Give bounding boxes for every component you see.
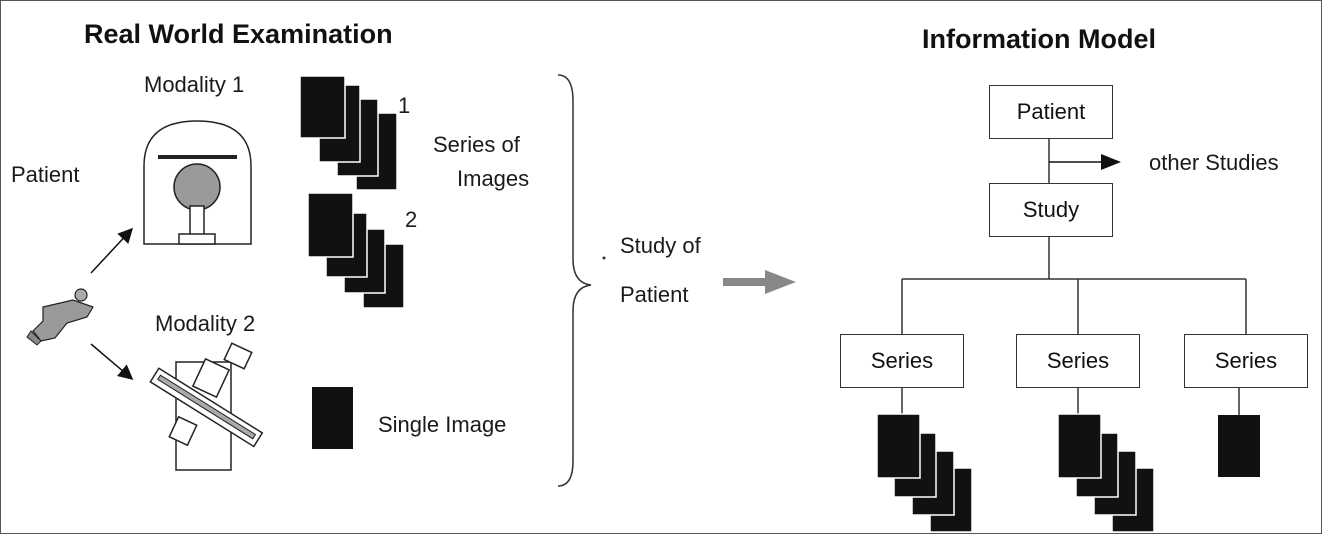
single-image-block — [312, 387, 353, 449]
modality-1-scanner-icon — [143, 120, 252, 245]
stray-dot — [602, 256, 606, 260]
single-image-label: Single Image — [378, 412, 507, 437]
series-c-single-image — [1218, 415, 1260, 477]
series-box-2: Series — [1016, 334, 1140, 388]
series-of-images-line2: Images — [457, 166, 530, 191]
study-patient-label: Patient — [620, 282, 689, 307]
series-box-3: Series — [1184, 334, 1308, 388]
series-box-1-label: Series — [870, 348, 934, 373]
information-model-heading: Information Model — [922, 24, 1156, 54]
series-1-image-stack — [299, 75, 398, 191]
series-2-image-stack — [307, 192, 405, 309]
other-studies-label: other Studies — [1149, 150, 1279, 175]
patient-label: Patient — [11, 162, 80, 187]
series-b-image-stack — [1057, 413, 1155, 533]
patient-box: Patient — [989, 85, 1113, 139]
info-model-connectors — [901, 139, 1247, 415]
modality-2-label: Modality 2 — [155, 311, 256, 336]
series-number-2: 2 — [405, 207, 418, 232]
modality-1-label: Modality 1 — [144, 72, 245, 97]
series-box-3-label: Series — [1214, 348, 1278, 373]
series-number-1: 1 — [398, 93, 411, 118]
patient-to-modality-2-arrow — [90, 343, 134, 380]
series-box-1: Series — [840, 334, 964, 388]
series-box-2-label: Series — [1046, 348, 1110, 373]
patient-figure-icon — [26, 288, 94, 346]
transition-arrow-icon — [723, 270, 796, 294]
study-grouping-brace — [557, 74, 592, 487]
patient-box-label: Patient — [1016, 99, 1086, 124]
modality-2-xray-icon — [149, 342, 264, 471]
study-box: Study — [989, 183, 1113, 237]
study-box-label: Study — [1022, 197, 1080, 222]
other-studies-arrowhead — [1101, 154, 1121, 170]
patient-to-modality-1-arrow — [90, 227, 134, 274]
series-a-image-stack — [876, 413, 973, 533]
series-of-images-line1: Series of — [433, 132, 520, 157]
real-world-heading: Real World Examination — [84, 19, 393, 49]
study-of-label: Study of — [620, 233, 701, 258]
